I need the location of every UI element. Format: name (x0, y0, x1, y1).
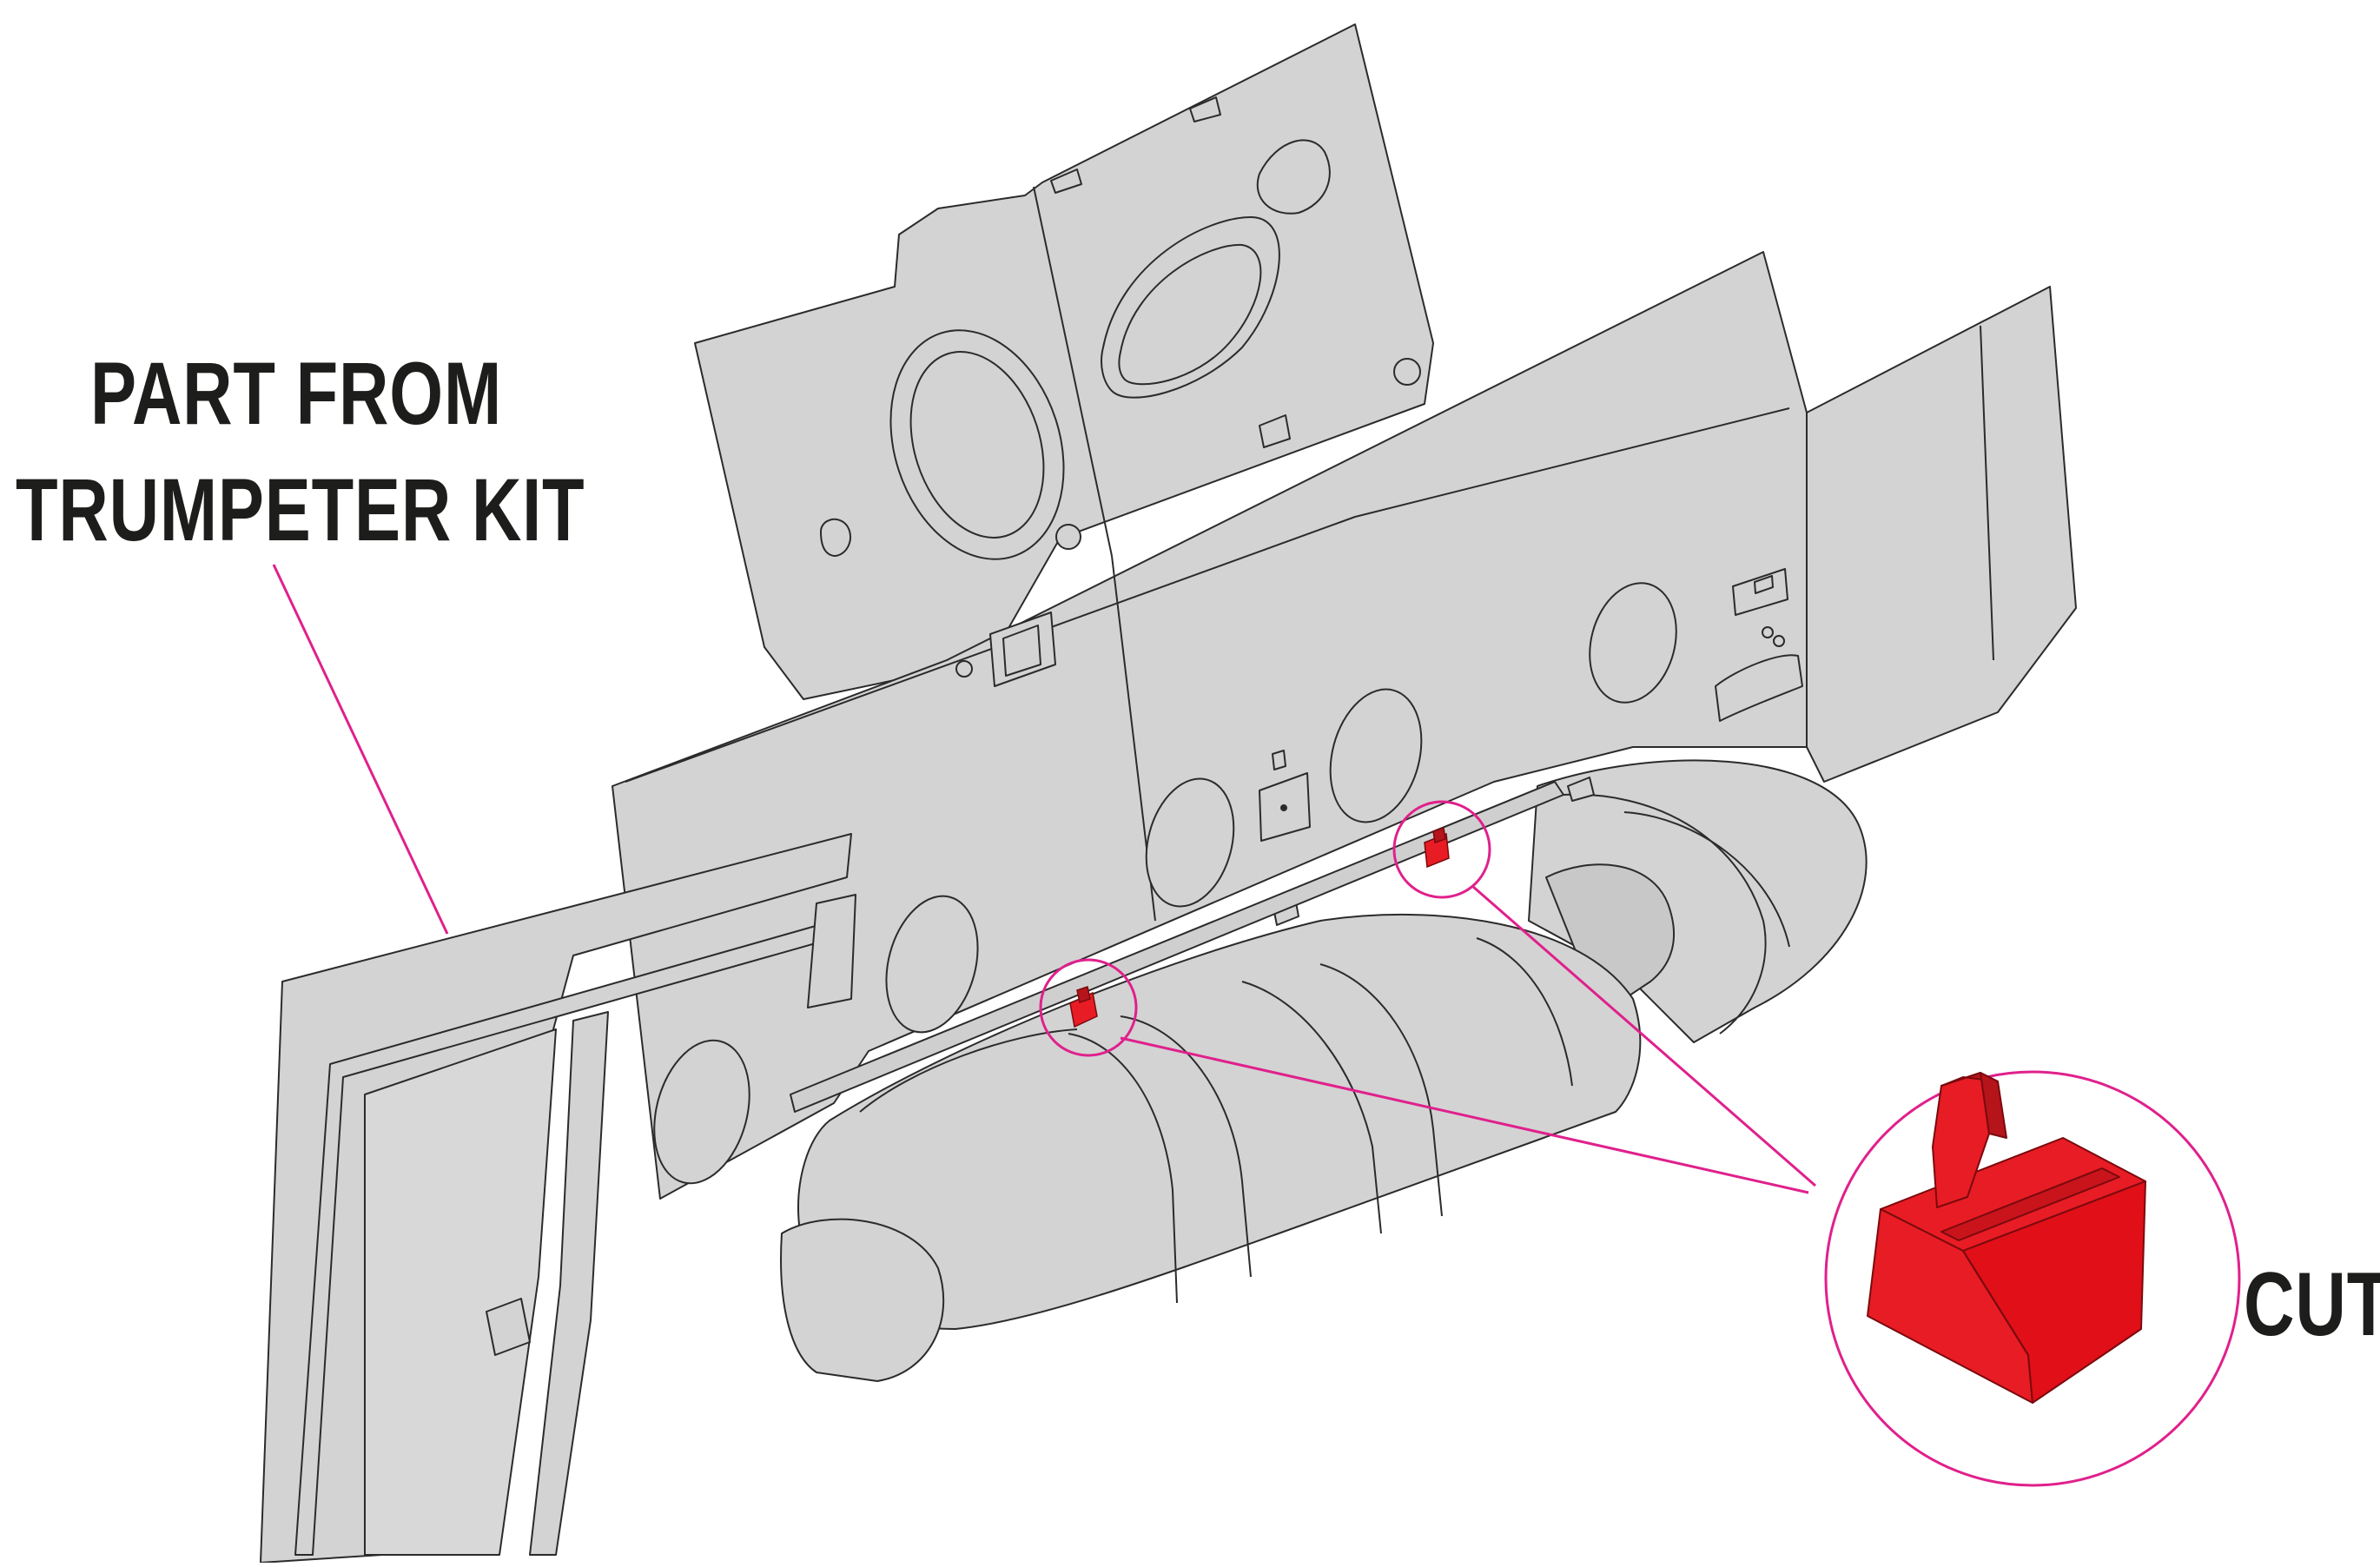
upper-knob (1256, 139, 1331, 215)
upper-oval-gauge-inner (1118, 243, 1262, 386)
callout-ring-left (1039, 958, 1138, 1057)
callout-ring-right (1392, 800, 1491, 899)
main-square-socket-inner (1002, 625, 1041, 677)
main-panel-switch-box-inner (1754, 575, 1774, 594)
leader-line-source (272, 564, 449, 935)
lower-pod-band-4 (1319, 963, 1443, 1217)
callouts (272, 564, 2241, 1487)
cockpit-part (260, 23, 2077, 1564)
part-source-label-line-2: TRUMPETER KIT (16, 460, 585, 559)
upper-clip-1 (1050, 169, 1082, 194)
cut-tab-right-top (1432, 827, 1446, 843)
main-small-tab (1272, 750, 1286, 770)
lower-pod-band-2 (1120, 1015, 1252, 1278)
zoom-cut-tab (1867, 1072, 2146, 1404)
cut-label: CUT (2244, 1254, 2380, 1355)
main-lower-rail (790, 781, 1564, 1113)
lower-pod-right-ring (1563, 793, 1767, 1035)
main-socket-dot (955, 660, 973, 678)
main-right-dot-1 (1762, 626, 1774, 638)
main-panel-top-edge (625, 407, 1790, 783)
cut-tabs (1069, 827, 1450, 1028)
lower-pod-band-1 (1068, 1033, 1178, 1304)
upper-panel (694, 23, 1434, 700)
part-source-label-line-1: PART FROM (90, 344, 503, 443)
main-right-lever (1715, 654, 1803, 722)
upper-bump-left (820, 518, 851, 557)
panel-edge-strip (807, 894, 856, 1008)
lower-pod-ridge (859, 1028, 1078, 1113)
right-wall (1806, 286, 2077, 783)
upper-panel-seam (1033, 186, 1113, 557)
upper-small-circle-2 (1055, 524, 1081, 550)
right-wall-seam (1980, 325, 1994, 661)
lower-pod-band-5 (1476, 937, 1573, 1087)
main-gauge-3 (1145, 777, 1235, 908)
cut-tab-left-top (1076, 986, 1091, 1003)
left-wall-frame-inner (529, 1011, 609, 1556)
main-right-dot-2 (1773, 635, 1785, 647)
lower-pod-band-3 (1241, 981, 1382, 1234)
left-wall-tab (486, 1298, 531, 1356)
leader-line-left (1120, 1036, 1809, 1194)
main-gauge-4 (1329, 688, 1423, 823)
main-square-switch-dot (1280, 804, 1287, 811)
leader-line-right (1471, 884, 1816, 1187)
zoom-tab-post-side (1980, 1072, 2007, 1139)
zoom-tab-step (1940, 1167, 2120, 1241)
zoom-circle (1824, 1070, 2241, 1487)
lower-pod-right-inner (1545, 863, 1675, 1000)
upper-switch (1259, 414, 1291, 448)
zoom-tab-edge (1962, 1250, 2029, 1356)
upper-round-gauge-inner (909, 351, 1045, 539)
lower-pod-right-ring-2 (1623, 811, 1790, 948)
main-clip-2 (1567, 777, 1595, 802)
lower-pod-right (1528, 759, 1868, 1043)
main-gauge-2 (885, 895, 979, 1034)
upper-clip-2 (1189, 96, 1221, 122)
lower-pod-left (780, 1218, 945, 1382)
left-wall-frame (364, 1028, 557, 1556)
main-gauge-5 (1589, 582, 1677, 704)
main-gauge-1 (653, 1039, 750, 1185)
upper-small-circle (1393, 358, 1421, 386)
